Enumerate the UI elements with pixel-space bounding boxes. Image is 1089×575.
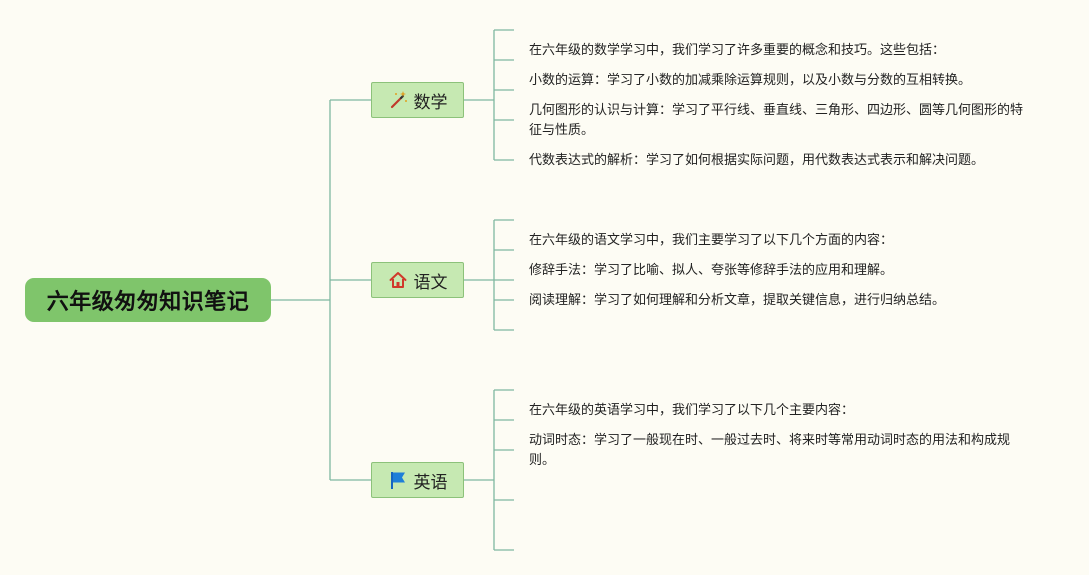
magic-wand-icon	[388, 90, 408, 110]
leaf-math-4[interactable]: 代数表达式的解析：学习了如何根据实际问题，用代数表达式表示和解决问题。	[529, 153, 985, 168]
branch-chinese-label: 语文	[413, 272, 448, 293]
branch-english-label: 英语	[413, 472, 448, 493]
leaf-english-1[interactable]: 在六年级的英语学习中，我们学习了以下几个主要内容：	[529, 403, 855, 418]
home-icon	[388, 270, 408, 290]
branch-math[interactable]: 数学	[371, 82, 464, 118]
leaf-chinese-3[interactable]: 阅读理解：学习了如何理解和分析文章，提取关键信息，进行归纳总结。	[529, 293, 946, 308]
root-topic[interactable]: 六年级匆匆知识笔记	[25, 278, 271, 322]
root-title: 六年级匆匆知识笔记	[46, 290, 250, 315]
leaf-math-3[interactable]: 几何图形的认识与计算：学习了平行线、垂直线、三角形、四边形、圆等几何图形的特征与…	[529, 103, 1024, 138]
leaf-chinese-1[interactable]: 在六年级的语文学习中，我们主要学习了以下几个方面的内容：	[529, 233, 894, 248]
flag-icon	[388, 470, 408, 490]
branch-english[interactable]: 英语	[371, 462, 464, 498]
branch-chinese[interactable]: 语文	[371, 262, 464, 298]
leaf-chinese-2[interactable]: 修辞手法：学习了比喻、拟人、夸张等修辞手法的应用和理解。	[529, 263, 894, 278]
leaf-math-1[interactable]: 在六年级的数学学习中，我们学习了许多重要的概念和技巧。这些包括：	[529, 43, 946, 58]
branch-math-label: 数学	[413, 92, 448, 113]
leaf-english-2[interactable]: 动词时态：学习了一般现在时、一般过去时、将来时等常用动词时态的用法和构成规则。	[529, 433, 1011, 468]
leaf-math-2[interactable]: 小数的运算：学习了小数的加减乘除运算规则，以及小数与分数的互相转换。	[529, 73, 972, 88]
